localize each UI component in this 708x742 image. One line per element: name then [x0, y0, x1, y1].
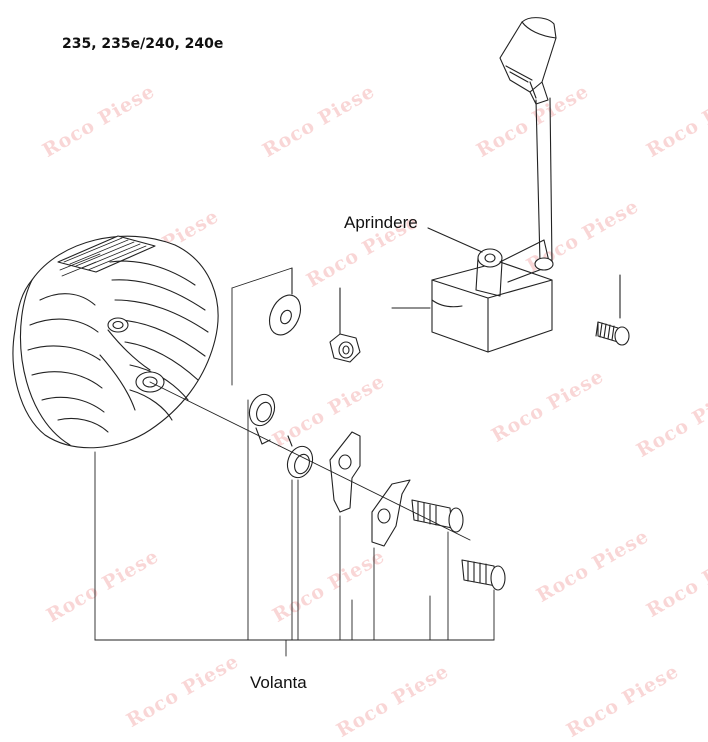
- pin-icon: [461, 559, 506, 591]
- parts-diagram: Roco Piese Roco Piese Roco Piese Roco Pi…: [12, 17, 708, 742]
- ignition-coil-icon: [431, 17, 557, 353]
- spring-icon: [248, 393, 276, 445]
- screw-icon: [595, 321, 630, 346]
- washer-icon: [268, 294, 302, 336]
- pin-icon: [411, 499, 464, 533]
- flywheel-icon: [12, 235, 219, 449]
- pawl-icon: [371, 479, 411, 547]
- pawl-icon: [329, 431, 361, 513]
- nut-icon: [329, 333, 361, 363]
- exploded-view-drawing: [12, 17, 630, 657]
- ignition-label: Aprindere: [344, 213, 418, 232]
- spring-icon: [286, 435, 314, 479]
- flywheel-label: Volanta: [250, 673, 307, 692]
- model-title: 235, 235e/240, 240e: [62, 36, 224, 52]
